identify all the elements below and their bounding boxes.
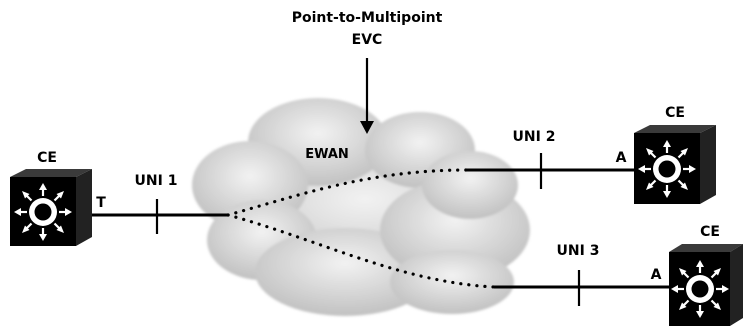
ce2-label: CE: [665, 105, 685, 121]
ce1-label: CE: [37, 150, 57, 166]
uni2-role-label: A: [616, 150, 627, 166]
evc-path-to-uni3: [226, 213, 496, 289]
uni2-label: UNI 2: [513, 129, 556, 145]
ce2-layer3-switch-icon: [634, 125, 716, 204]
ce3-label: CE: [700, 224, 720, 240]
uni3-label: UNI 3: [557, 243, 600, 259]
uni1-role-label: T: [96, 195, 106, 211]
evc-pointer-arrow: [360, 58, 374, 134]
diagram-title-line2: EVC: [352, 32, 383, 48]
ce3-layer3-switch-icon: [669, 244, 743, 326]
evc-path-to-uni2: [226, 168, 468, 217]
uni3-role-label: A: [651, 267, 662, 283]
cloud-label: EWAN: [305, 147, 349, 162]
ce1-layer3-switch-icon: [10, 169, 92, 246]
diagram-title-line1: Point-to-Multipoint: [292, 10, 443, 26]
ewan-cloud-icon: [192, 98, 530, 316]
uni1-label: UNI 1: [135, 173, 178, 189]
